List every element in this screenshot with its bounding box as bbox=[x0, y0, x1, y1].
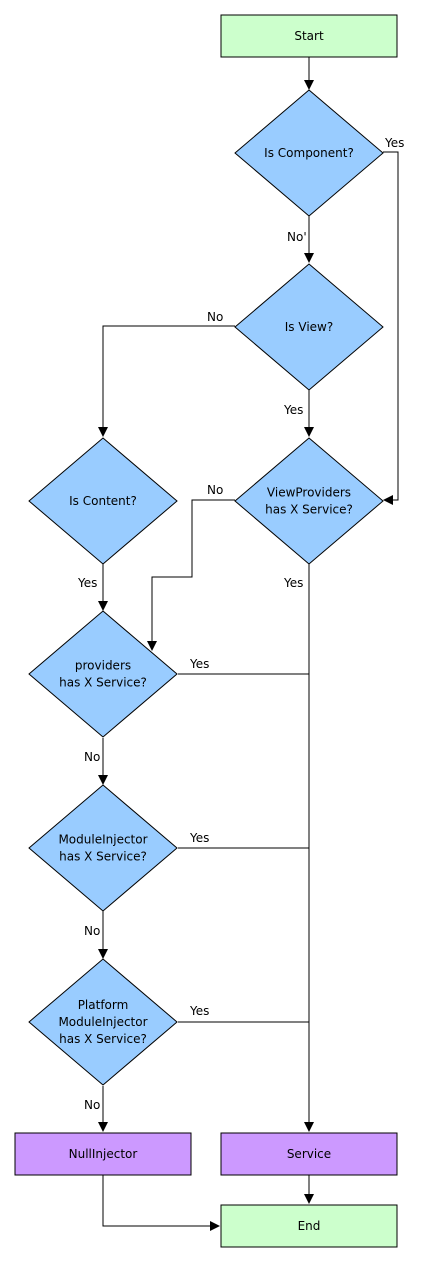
node-label-line: has X Service? bbox=[265, 503, 353, 517]
edge-label-platform-no: No bbox=[84, 1098, 100, 1112]
node-label-line: providers bbox=[75, 659, 131, 673]
node-label-line: Is Content? bbox=[69, 494, 137, 508]
node-label-line: ModuleInjector bbox=[58, 833, 147, 847]
edge-label-providers-yes: Yes bbox=[189, 657, 209, 671]
edge-label-view-yes: Yes bbox=[283, 403, 303, 417]
node-is-view: Is View? bbox=[234, 263, 384, 391]
node-label-line: has X Service? bbox=[59, 676, 147, 690]
node-viewproviders: ViewProviders has X Service? bbox=[234, 437, 384, 565]
node-is-component-shape bbox=[234, 89, 384, 217]
node-label-line: Service bbox=[287, 1147, 331, 1161]
node-providers-label: providers has X Service? bbox=[59, 659, 147, 690]
node-platform-shape bbox=[28, 958, 178, 1086]
node-label-line: Is Component? bbox=[264, 146, 354, 160]
node-is-content: Is Content? bbox=[28, 437, 178, 565]
node-start: Start bbox=[220, 14, 398, 58]
edge-label-providers-no: No bbox=[84, 750, 100, 764]
node-label-line: Is View? bbox=[285, 320, 333, 334]
node-label-line: Platform bbox=[78, 998, 129, 1012]
node-start-label: Start bbox=[294, 29, 324, 43]
node-label-line: has X Service? bbox=[59, 1032, 147, 1046]
edge-component-yes-to-viewproviders bbox=[383, 151, 399, 505]
edge-labels: Yes No' No Yes Yes No Yes Yes No Yes No … bbox=[77, 136, 404, 1112]
node-providers-shape bbox=[28, 610, 178, 738]
node-module-injector-shape bbox=[28, 784, 178, 912]
node-end-label: End bbox=[298, 1219, 321, 1233]
edge-label-component-yes: Yes bbox=[384, 136, 404, 150]
edges bbox=[98, 57, 399, 1231]
node-module-injector: ModuleInjector has X Service? bbox=[28, 784, 178, 912]
node-service-label: Service bbox=[287, 1147, 331, 1161]
node-null-injector-shape bbox=[14, 1132, 192, 1176]
node-is-content-shape bbox=[28, 437, 178, 565]
node-service: Service bbox=[220, 1132, 398, 1176]
node-label-line: NullInjector bbox=[69, 1147, 138, 1161]
edge-label-component-no: No' bbox=[287, 230, 307, 244]
node-end-shape bbox=[220, 1204, 398, 1248]
edge-viewproviders-no-to-providers bbox=[147, 499, 235, 651]
edge-label-module-no: No bbox=[84, 924, 100, 938]
node-label-line: Start bbox=[294, 29, 324, 43]
node-module-injector-label: ModuleInjector has X Service? bbox=[58, 833, 147, 864]
node-viewproviders-label: ViewProviders has X Service? bbox=[265, 486, 353, 517]
node-label-line: has X Service? bbox=[59, 850, 147, 864]
edge-label-module-yes: Yes bbox=[189, 831, 209, 845]
edge-label-platform-yes: Yes bbox=[189, 1004, 209, 1018]
node-label-line: ModuleInjector bbox=[58, 1015, 147, 1029]
node-is-view-shape bbox=[234, 263, 384, 391]
node-providers: providers has X Service? bbox=[28, 610, 178, 738]
node-viewproviders-shape bbox=[234, 437, 384, 565]
edge-null-to-end bbox=[102, 1175, 220, 1231]
node-service-shape bbox=[220, 1132, 398, 1176]
node-start-shape bbox=[220, 14, 398, 58]
node-null-injector-label: NullInjector bbox=[69, 1147, 138, 1161]
node-is-content-label: Is Content? bbox=[69, 494, 137, 508]
edge-view-no-to-content bbox=[98, 325, 235, 437]
node-label-line: ViewProviders bbox=[267, 486, 351, 500]
node-null-injector: NullInjector bbox=[14, 1132, 192, 1176]
node-is-component-label: Is Component? bbox=[264, 146, 354, 160]
edge-label-viewproviders-no: No bbox=[207, 483, 223, 497]
node-end: End bbox=[220, 1204, 398, 1248]
node-label-line: End bbox=[298, 1219, 321, 1233]
edge-label-view-no: No bbox=[207, 310, 223, 324]
edge-label-content-yes: Yes bbox=[77, 576, 97, 590]
node-is-component: Is Component? bbox=[234, 89, 384, 217]
edge-label-viewproviders-yes: Yes bbox=[283, 576, 303, 590]
node-is-view-label: Is View? bbox=[285, 320, 333, 334]
